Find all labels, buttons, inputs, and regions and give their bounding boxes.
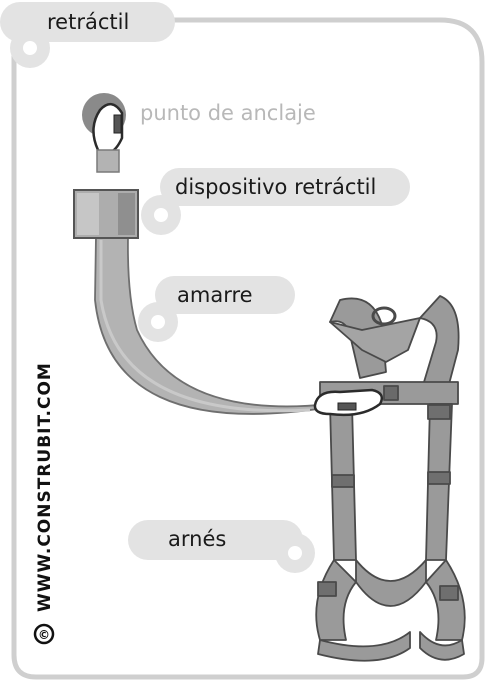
- lanyard-label: amarre: [177, 283, 253, 307]
- diagram-frame: [11, 17, 485, 680]
- retractable-device-icon: [73, 189, 139, 239]
- copyright-symbol: ©: [38, 628, 50, 642]
- top-carabiner-icon: [92, 103, 124, 173]
- harness-carabiner-icon: [313, 388, 383, 417]
- title-text: retráctil: [47, 10, 129, 34]
- retractable-device-tag: dispositivo retráctil: [141, 168, 410, 235]
- harness-tag: arnés: [128, 520, 315, 573]
- harness-icon: [315, 295, 466, 662]
- lanyard-strap: [94, 235, 333, 415]
- harness-label: arnés: [168, 527, 226, 551]
- watermark-text: WWW.CONSTRUBIT.COM: [35, 362, 55, 612]
- title-tag: retráctil: [0, 2, 175, 68]
- lanyard-tag: amarre: [138, 276, 295, 342]
- retractable-device-label: dispositivo retráctil: [175, 175, 376, 199]
- watermark: WWW.CONSTRUBIT.COM ©: [33, 362, 55, 645]
- anchor-point-label: punto de anclaje: [140, 101, 316, 125]
